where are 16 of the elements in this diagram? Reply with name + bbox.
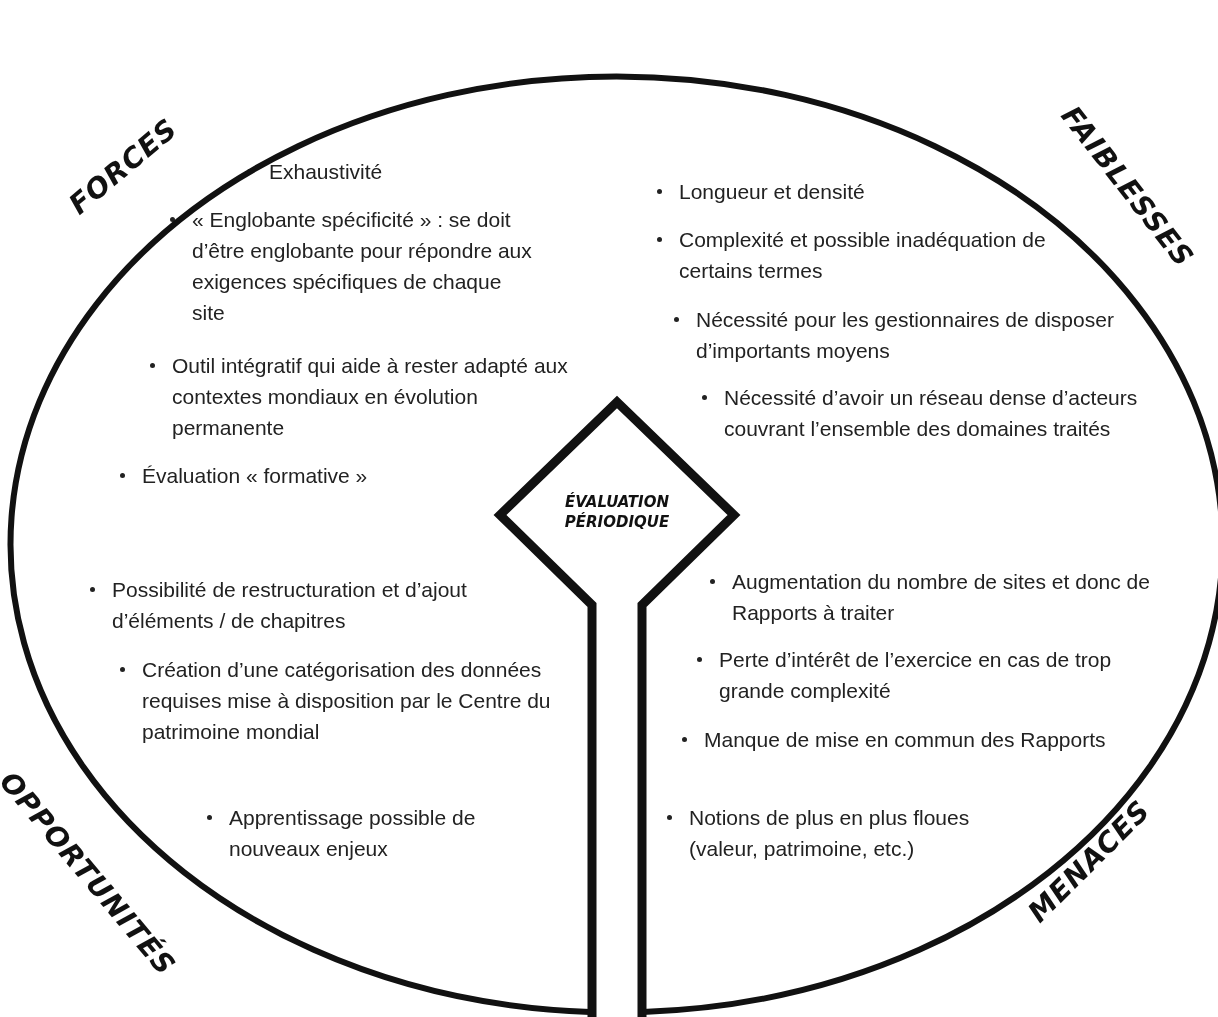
bullet-item: Apprentissage possible de nouveaux enjeux [205, 802, 565, 864]
bullet-item: Exhaustivité [245, 156, 545, 187]
bullet-item: Longueur et densité [655, 176, 1035, 207]
bullet-item: Création d’une catégorisation des données requises mise à disposition par le Centre du patrimoine mondial [118, 654, 558, 747]
bullet-item: Perte d’intérêt de l’exercice en cas de trop grande complexité [695, 644, 1155, 706]
bullet-item: Augmentation du nombre de sites et donc de Rapports à traiter [708, 566, 1178, 628]
bullet-item: Manque de mise en commun des Rapports [680, 724, 1120, 755]
bullet-item: Possibilité de restructuration et d’ajout d’éléments / de chapitres [88, 574, 508, 636]
bullet-item: Nécessité pour les gestionnaires de disposer d’importants moyens [672, 304, 1142, 366]
bullet-item: Notions de plus en plus floues (valeur, patrimoine, etc.) [665, 802, 985, 864]
diamond-label: ÉVALUATION PÉRIODIQUE [563, 492, 671, 532]
bullet-item: « Englobante spécificité » : se doit d’être englobante pour répondre aux exigences spécifiques de chaque site [168, 204, 538, 328]
bullet-item: Outil intégratif qui aide à rester adapté aux contextes mondiaux en évolution permanente [148, 350, 588, 443]
bullet-item: Nécessité d’avoir un réseau dense d’acteurs couvrant l’ensemble des domaines traités [700, 382, 1140, 444]
bullet-item: Complexité et possible inadéquation de certains termes [655, 224, 1075, 286]
bullet-item: Évaluation « formative » [118, 460, 498, 491]
